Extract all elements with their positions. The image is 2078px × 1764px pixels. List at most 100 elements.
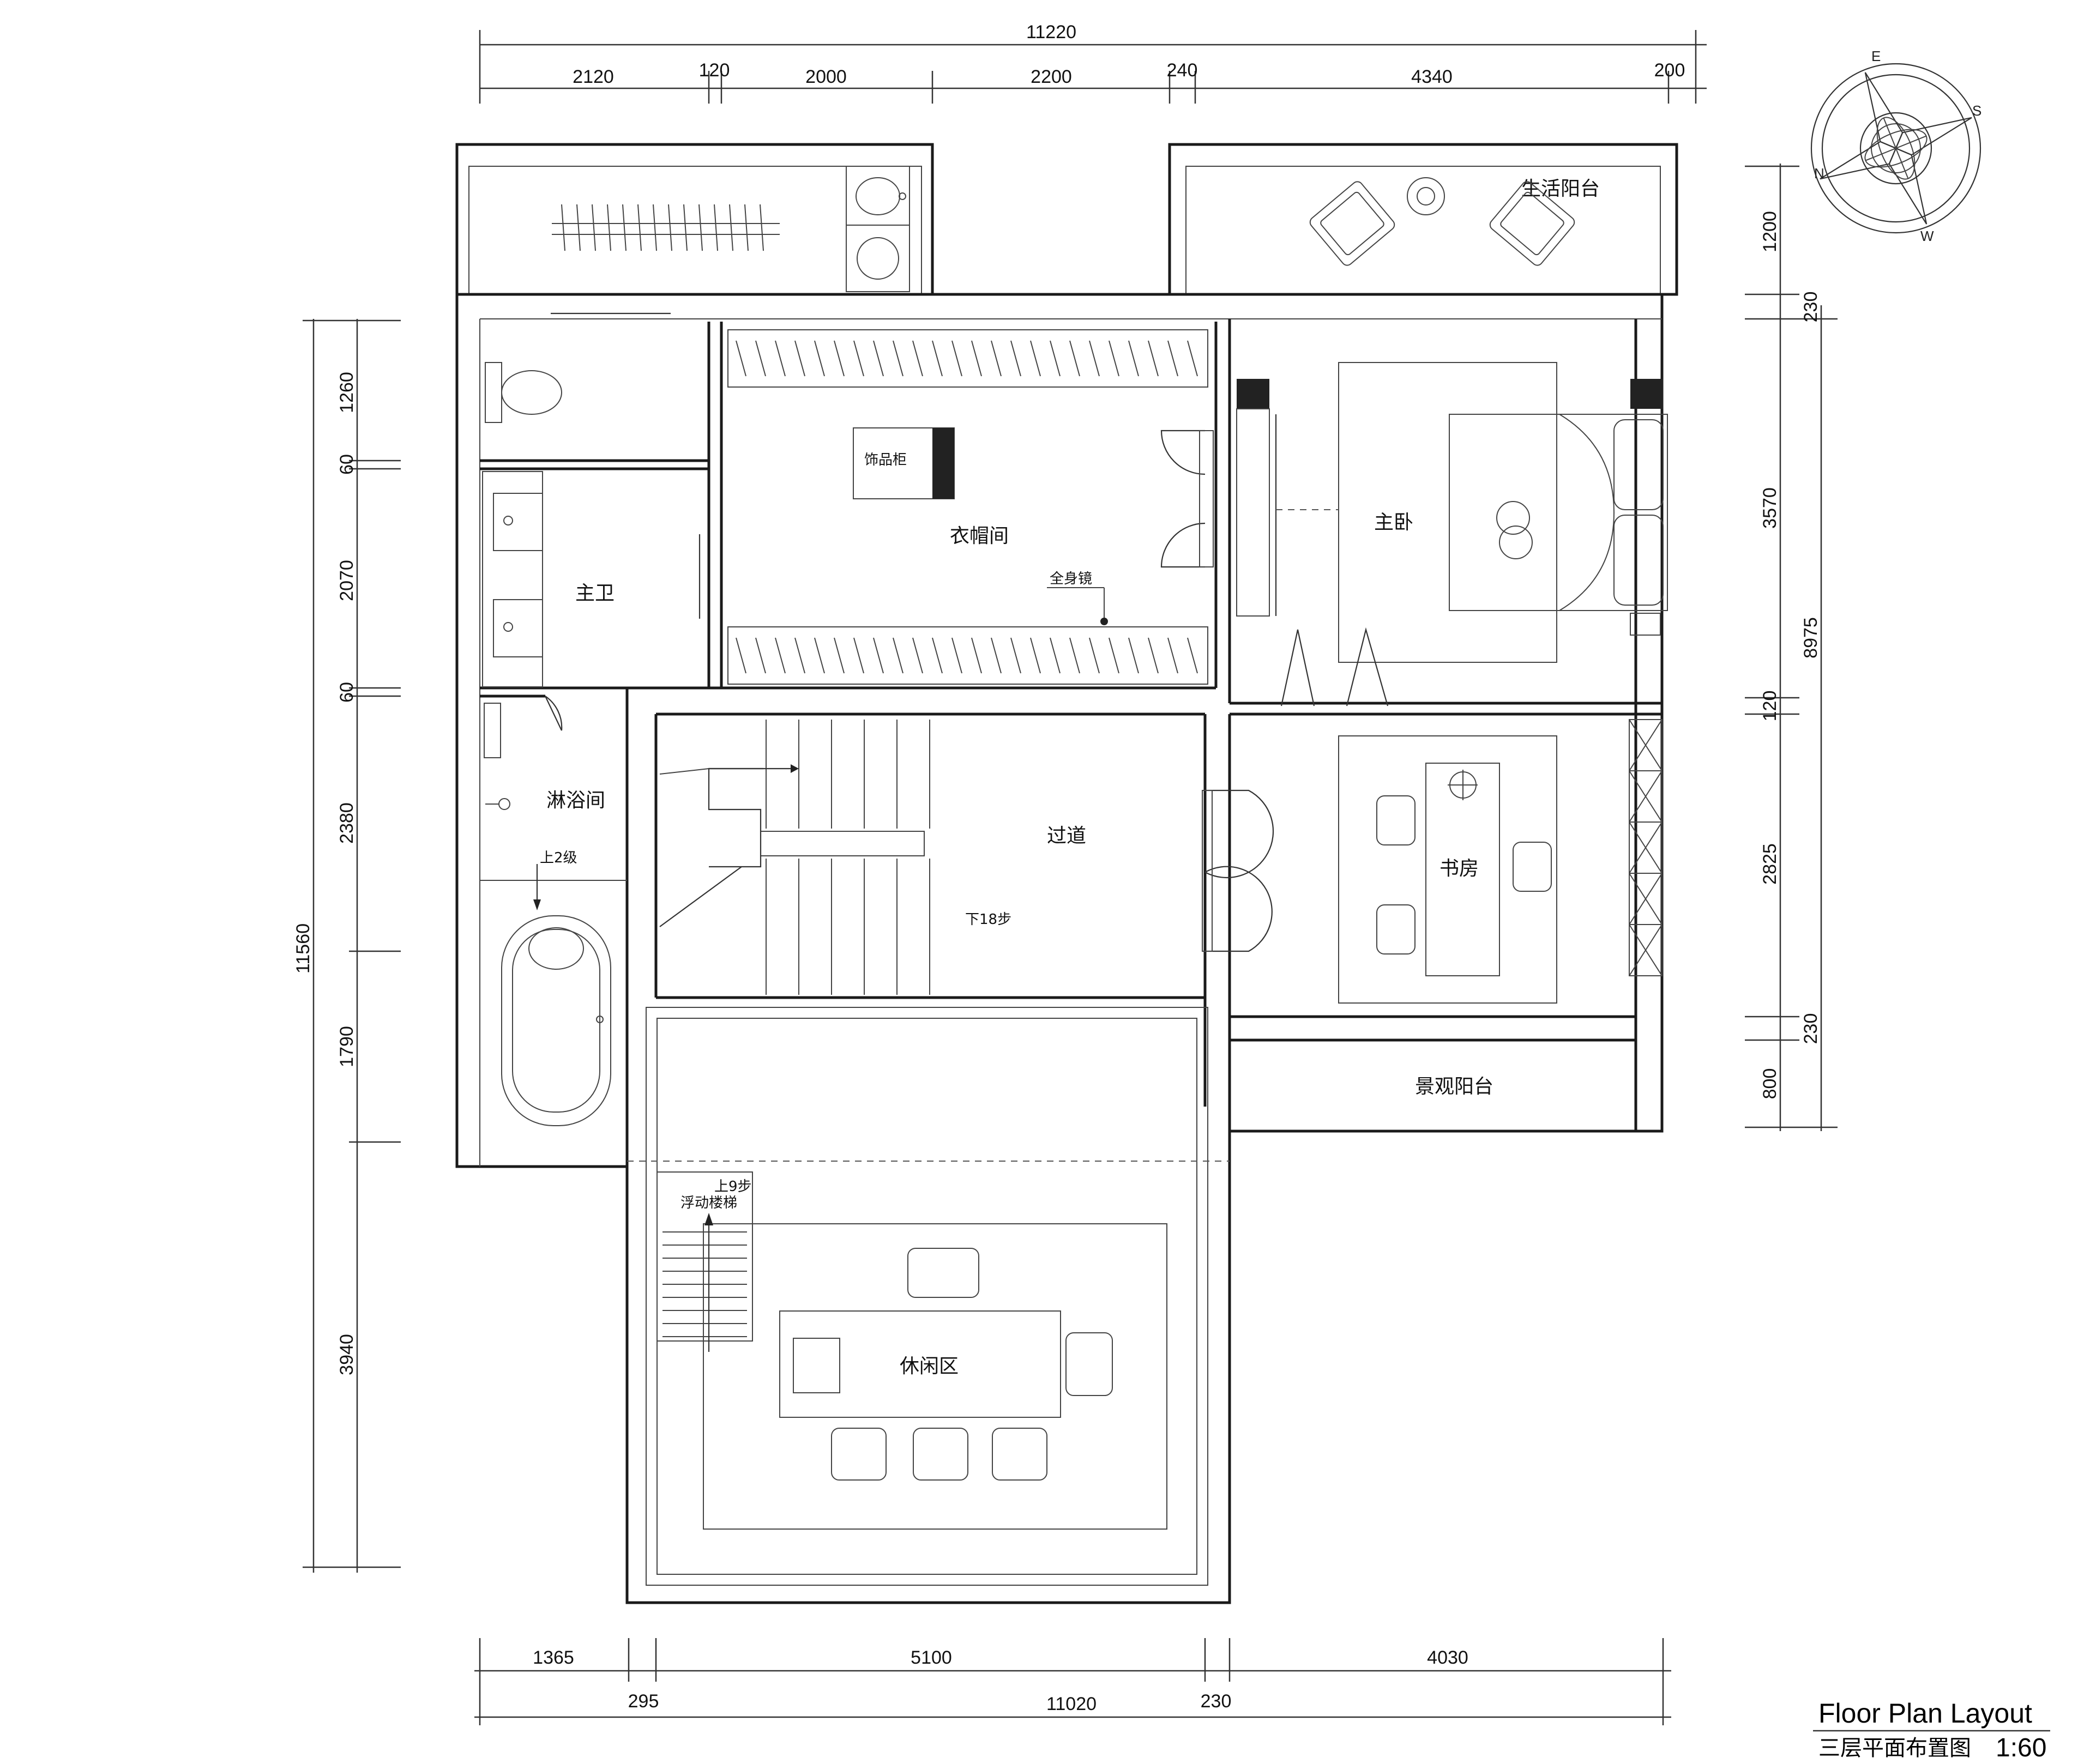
shower-head-icon [485, 798, 510, 810]
right-dimensions: 1200 230 3570 8975 120 2825 230 800 [1745, 164, 1838, 1131]
dim-top-4: 2200 [1031, 67, 1072, 87]
up-2-steps-label: 上2级 [540, 850, 577, 866]
leisure-area: 上9步 浮动楼梯 休闲区 [656, 1171, 1167, 1530]
dim-left-total: 11560 [293, 923, 314, 974]
dim-bottom-total: 11020 [1046, 1694, 1097, 1714]
drawing-scale: 1:60 [1996, 1733, 2046, 1762]
vanity-icon [482, 471, 543, 687]
up-9-steps-label: 上9步 [714, 1179, 752, 1195]
toilet-icon [485, 362, 562, 423]
master-bedroom: 主卧 [1236, 362, 1668, 706]
rug-outline [1338, 362, 1557, 663]
armchair-icon [1309, 181, 1395, 266]
dim-right-7: 800 [1760, 1068, 1780, 1100]
drawing-title-cn: 三层平面布置图 [1818, 1736, 1971, 1761]
master-bath: 主卫 [482, 312, 701, 731]
bed-icon [1449, 414, 1668, 611]
dim-bottom-4: 295 [628, 1691, 659, 1712]
bookshelf-icon [1629, 719, 1663, 976]
table-icon [779, 1310, 1061, 1418]
chair-icon [1376, 795, 1552, 955]
dim-right-4: 120 [1760, 691, 1780, 722]
desk-icon [1425, 763, 1500, 976]
bathtub-icon [501, 915, 611, 1126]
chair-icon [831, 1248, 1113, 1481]
dim-left-3: 2070 [336, 560, 357, 601]
wardrobe-bottom [727, 626, 1208, 685]
dim-left-4: 60 [336, 682, 357, 703]
dim-left-1: 1260 [336, 372, 357, 413]
compass-e: E [1871, 48, 1881, 64]
dim-left-5: 2380 [336, 802, 357, 844]
dim-left-2: 60 [336, 454, 357, 475]
compass-s: S [1972, 102, 1981, 119]
clothes-rack-icon [552, 204, 780, 251]
bath-door-icon [545, 696, 563, 731]
bifold-door-icon [1280, 627, 1389, 706]
dim-right-total: 8975 [1800, 617, 1821, 659]
room-label-living-balcony: 生活阳台 [1521, 178, 1600, 200]
armchair-icon [1489, 181, 1575, 266]
top-dimensions: 11220 2120 120 2000 2200 240 4340 200 [479, 22, 1707, 104]
shower-room: 淋浴间 上2级 [480, 703, 627, 1126]
washing-machine-icon [846, 225, 910, 292]
dim-top-5: 240 [1167, 60, 1198, 81]
display-cabinet-icon: 饰品柜 [853, 427, 955, 499]
dim-right-6: 230 [1800, 1013, 1821, 1044]
dim-right-3: 3570 [1760, 487, 1780, 529]
living-balcony: 生活阳台 [1309, 177, 1600, 266]
compass-w: W [1920, 228, 1934, 244]
washbasin-icon [846, 166, 910, 226]
room-label-view-balcony: 景观阳台 [1415, 1076, 1493, 1098]
drawing-title-en: Floor Plan Layout [1818, 1698, 2032, 1729]
dim-left-7: 3940 [336, 1334, 357, 1375]
room-label-cloakroom: 衣帽间 [950, 525, 1009, 547]
round-table-icon [1407, 177, 1445, 215]
dim-bottom-1: 1365 [533, 1647, 574, 1668]
corridor-door-icon [1202, 789, 1274, 952]
dim-top-2: 120 [699, 60, 730, 81]
room-label-leisure-area: 休闲区 [900, 1355, 959, 1378]
room-label-shower: 淋浴间 [546, 789, 605, 812]
dim-top-total: 11220 [1026, 22, 1076, 43]
dim-top-7: 200 [1654, 60, 1685, 81]
dim-bottom-3: 4030 [1427, 1647, 1468, 1668]
room-label-study: 书房 [1439, 857, 1479, 880]
down-18-steps-label: 下18步 [965, 911, 1011, 928]
study-room: 书房 [1338, 719, 1663, 1004]
left-dimensions: 11560 1260 60 2070 60 2380 1790 3940 [293, 319, 401, 1573]
dim-top-3: 2000 [805, 67, 847, 87]
laundry-balcony [552, 166, 910, 292]
room-label-master-bedroom: 主卧 [1374, 511, 1413, 534]
title-block: Floor Plan Layout 三层平面布置图 1:60 [1813, 1698, 2050, 1762]
bottom-dimensions: 1365 5100 4030 295 11020 230 [474, 1638, 1671, 1725]
compass-n: N [1814, 165, 1824, 182]
cloak-door-icon [1160, 430, 1206, 475]
dim-top-6: 4340 [1411, 67, 1453, 87]
staircase: 下18步 [659, 720, 1011, 995]
floating-stair-label: 浮动楼梯 [680, 1195, 737, 1211]
dim-left-6: 1790 [336, 1026, 357, 1067]
book-icon [793, 1338, 840, 1393]
room-label-master-bath: 主卫 [575, 582, 615, 605]
dim-bottom-5: 230 [1201, 1691, 1232, 1712]
rug-outline [703, 1223, 1167, 1530]
compass-rose: E S W N [1810, 48, 1981, 244]
display-cabinet-label: 饰品柜 [864, 452, 907, 468]
rug-outline [1338, 735, 1557, 1004]
shower-seat-icon [484, 703, 501, 758]
full-mirror-label: 全身镜 [1050, 571, 1092, 587]
cloakroom: 饰品柜 衣帽间 全身镜 [727, 329, 1214, 685]
dim-right-2: 230 [1800, 292, 1821, 323]
dim-right-5: 2825 [1760, 843, 1780, 885]
mirror-marker-icon: 全身镜 [1047, 571, 1108, 625]
walls [455, 143, 1678, 1604]
cloak-door-icon [1160, 522, 1206, 568]
dim-top-1: 2120 [573, 67, 614, 87]
room-label-corridor: 过道 [1047, 825, 1086, 847]
dim-bottom-2: 5100 [911, 1647, 952, 1668]
dim-right-1: 1200 [1760, 211, 1780, 252]
wardrobe-top [727, 329, 1208, 388]
